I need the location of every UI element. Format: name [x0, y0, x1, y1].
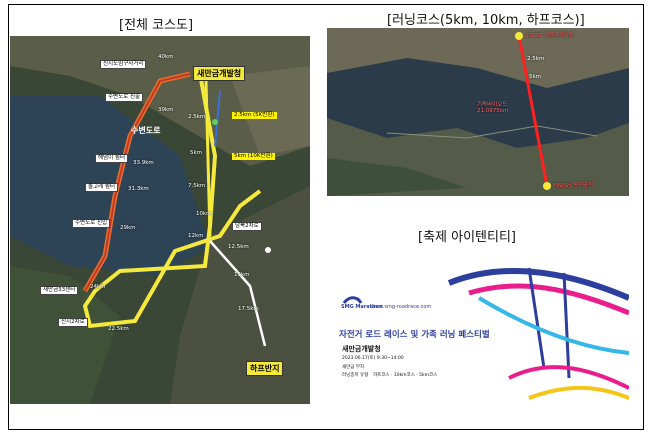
- label-sinsi-2nd-road: 신시2차로: [58, 318, 88, 327]
- running-marker-2-5km: 2.5km: [527, 56, 545, 62]
- festival-place: 새만금 부지: [342, 365, 365, 370]
- full-course-map-graphic: [10, 36, 310, 404]
- km-10: 10km: [196, 211, 212, 217]
- title-full-course: [전체 코스도]: [119, 18, 194, 33]
- running-start-label: START 새만금개발청: [525, 33, 575, 39]
- title-running-course: [러닝코스(5km, 10km, 하프코스)]: [387, 13, 585, 28]
- festival-headline: 자전거 로드 레이스 및 가족 러닝 페스티벌: [339, 330, 490, 340]
- label-north-south-road: 남북2차로: [232, 222, 262, 231]
- km-31-3: 31.3km: [128, 186, 149, 192]
- km-7-5: 7.5km: [188, 183, 206, 189]
- running-note-2: 21.0975km: [477, 108, 509, 114]
- festival-bridge-graphic: [342, 267, 629, 400]
- label-waterfront-entry: 수변도로 진입: [72, 219, 111, 228]
- running-note-1: 기독바이오드: [477, 102, 508, 108]
- km-22-5: 22.5km: [108, 326, 129, 332]
- km-12-5: 12.5km: [228, 244, 249, 250]
- km-33-9: 33.9km: [133, 160, 154, 166]
- festival-events-label: 러닝종목 유형: [342, 373, 369, 378]
- running-course-map: START 새만금개발청 FINISH 동진공원 2.5km 5km 기독바이오…: [327, 28, 629, 196]
- title-festival-identity: [축제 아이텐티티]: [418, 230, 516, 245]
- running-course-map-graphic: [327, 28, 629, 196]
- km-5: 5km: [190, 150, 203, 156]
- km-40: 40km: [158, 54, 174, 60]
- label-smg33-center: 새만금33센터: [40, 286, 79, 295]
- festival-host: 새만금개발청: [342, 345, 381, 353]
- label-dolphin-rest: 돌고래 쉼터: [85, 183, 119, 192]
- festival-url: www.smg-roadrace.com: [371, 304, 432, 310]
- km-5-turn: 5km (10K반환): [232, 153, 275, 160]
- full-course-map: 신시도임구사거리 새만금개발청 수변도로 진출 수변도로 해넘이 쉼터 돌고래 …: [10, 36, 310, 404]
- km-39: 39km: [158, 107, 174, 113]
- running-marker-5km: 5km: [529, 74, 542, 80]
- label-smg-agency: 새만금개발청: [193, 66, 246, 81]
- km-24: 24km: [90, 284, 106, 290]
- festival-date: 2023.06.17(토) 9:30~14:00: [342, 356, 404, 361]
- km-29: 29km: [120, 225, 136, 231]
- festival-identity-poster: SMG Marathon www.smg-roadrace.com 자전거 로드…: [329, 258, 629, 404]
- label-half-turnaround: 하프반지: [246, 361, 284, 376]
- km-12: 12km: [188, 233, 204, 239]
- label-waterfront-road: 수변도로: [131, 126, 161, 135]
- festival-logo: SMG Marathon: [341, 304, 383, 310]
- km-17-5: 17.5km: [238, 306, 259, 312]
- figure-frame: [8, 4, 644, 430]
- label-sunset-rest: 해넘이 쉼터: [95, 154, 129, 163]
- label-waterfront-exit: 수변도로 진출: [105, 93, 144, 102]
- km-2-5-turn: 2.5km (5K반환): [232, 112, 277, 119]
- label-sinsido-intersection: 신시도임구사거리: [100, 60, 147, 69]
- festival-events: 하프코스 · 10km코스 · 5km코스: [373, 373, 438, 378]
- km-2-5: 2.5km: [188, 114, 206, 120]
- running-finish-label: FINISH 동진공원: [553, 183, 594, 189]
- km-15: 15km: [234, 272, 250, 278]
